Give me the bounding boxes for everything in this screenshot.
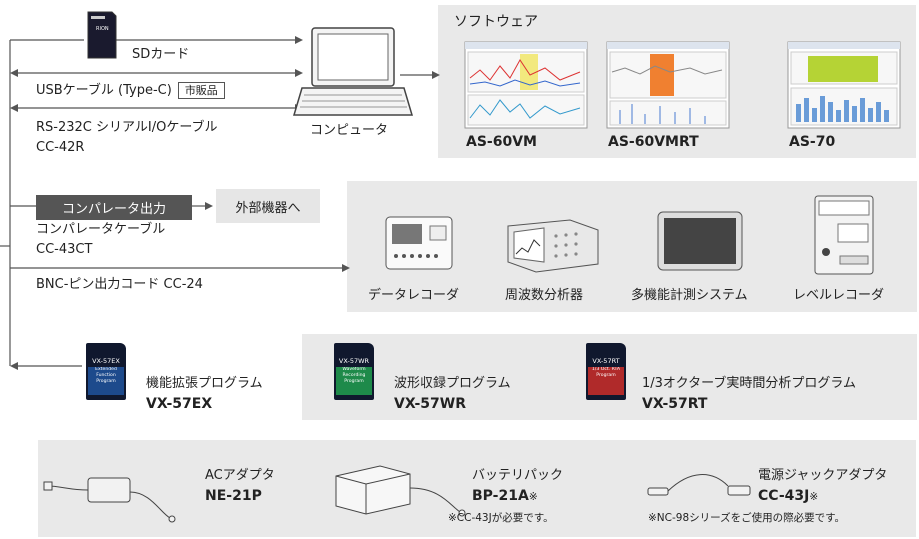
external-device-box: 外部機器へ (216, 189, 320, 223)
accessory-name-battery-pack: バッテリパック (472, 468, 564, 483)
accessory-name-jack-adapter: 電源ジャックアダプタ (758, 468, 888, 483)
program-model-vx57ex: VX-57EX (146, 396, 213, 412)
program-name-vx57rt: 1/3オクターブ実時間分析プログラム (642, 376, 856, 391)
computer-label: コンピュータ (310, 123, 389, 138)
jack-adapter-note: ※NC-98シリーズをご使用の際必要です。 (648, 512, 846, 524)
software-label-as60vm: AS-60VM (466, 134, 537, 150)
bnc-cord-label: BNC-ピン出力コード CC-24 (36, 277, 203, 292)
retail-badge: 市販品 (177, 82, 225, 99)
ac-adapter-image (43, 477, 176, 523)
as60vm-screen (464, 41, 588, 129)
multifunction-system-device (657, 211, 743, 271)
comparator-cable-label-line1: コンパレータケーブル (36, 222, 166, 237)
accessory-name-ac-adapter: ACアダプタ (205, 468, 275, 483)
device-label-frequency-analyzer: 周波数分析器 (505, 288, 584, 303)
as70-screen (787, 41, 901, 129)
software-label-as60vmrt: AS-60VMRT (608, 134, 699, 150)
program-card-vx57ex-title: VX-57EX (92, 357, 120, 365)
battery-pack-image (335, 465, 466, 517)
jack-adapter-model-text: CC-43J (758, 488, 810, 504)
data-recorder-device (385, 216, 453, 270)
accessory-model-jack-adapter: CC-43J※ (758, 488, 818, 506)
usb-cable-label: USBケーブル (Type-C) 市販品 (36, 82, 225, 99)
battery-pack-note: ※CC-43Jが必要です。 (448, 512, 554, 524)
program-card-vx57rt-band: 1/3 Oct. RTA Program (588, 367, 624, 395)
rs232c-label-line1: RS-232C シリアルI/Oケーブル (36, 120, 218, 135)
program-name-vx57wr: 波形収録プログラム (394, 376, 511, 391)
program-card-vx57wr: VX-57WR Waveform Recording Program (334, 343, 374, 400)
device-label-level-recorder: レベルレコーダ (793, 288, 885, 303)
comparator-output-tag: コンパレータ出力 (36, 195, 192, 220)
program-card-vx57wr-title: VX-57WR (338, 357, 370, 365)
comparator-cable-label-line2: CC-43CT (36, 242, 93, 257)
usb-cable-text: USBケーブル (Type-C) (36, 83, 172, 98)
device-label-multifunction-system: 多機能計測システム (631, 288, 748, 303)
frequency-analyzer-device (507, 219, 599, 273)
sd-card-label: SDカード (132, 47, 190, 62)
accessory-model-battery-pack: BP-21A※ (472, 488, 538, 506)
as60vmrt-screen (606, 41, 730, 129)
program-model-vx57rt: VX-57RT (642, 396, 708, 412)
jack-adapter-mark: ※ (809, 491, 819, 503)
program-card-vx57rt: VX-57RT 1/3 Oct. RTA Program (586, 343, 626, 400)
program-model-vx57wr: VX-57WR (394, 396, 467, 412)
level-recorder-device (814, 195, 874, 275)
rs232c-label-line2: CC-42R (36, 140, 85, 155)
battery-pack-mark: ※ (528, 491, 538, 503)
program-card-vx57ex: VX-57EX Extended Function Program (86, 343, 126, 400)
program-name-vx57ex: 機能拡張プログラム (146, 376, 263, 391)
program-card-vx57wr-band: Waveform Recording Program (336, 367, 372, 395)
software-label-as70: AS-70 (789, 134, 836, 150)
program-card-vx57rt-title: VX-57RT (592, 357, 620, 365)
jack-adapter-image (647, 474, 751, 496)
battery-pack-model-text: BP-21A (472, 488, 529, 504)
software-title: ソフトウェア (454, 14, 538, 30)
svg-text:RION: RION (96, 26, 109, 32)
accessory-model-ac-adapter: NE-21P (205, 488, 262, 504)
program-card-vx57ex-band: Extended Function Program (88, 367, 124, 395)
device-label-data-recorder: データレコーダ (368, 288, 460, 303)
accessory-panel (38, 440, 916, 537)
